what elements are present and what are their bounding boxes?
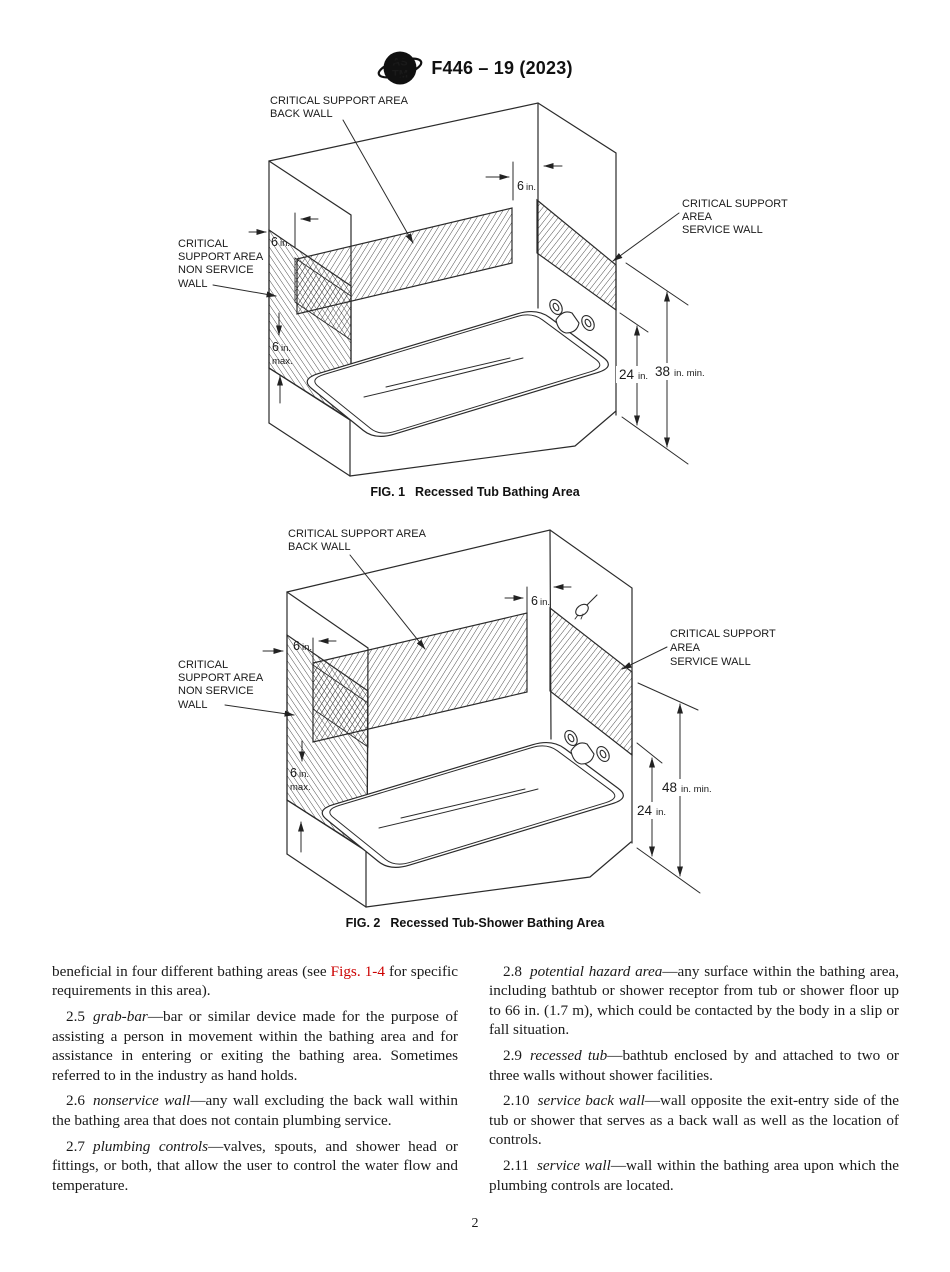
svg-text:WALL: WALL <box>178 699 208 711</box>
fig2-labels: CRITICAL SUPPORT AREA BACK WALL CRITICAL… <box>178 528 776 711</box>
fig2-leader-lines <box>224 554 668 717</box>
dim-label: 6 <box>531 594 538 608</box>
dim-label: 6 <box>272 340 279 354</box>
fig1-dim-left <box>248 212 319 248</box>
term-service-back-wall: service back wall <box>537 1092 645 1110</box>
dim-label: 6 <box>293 639 300 653</box>
fig2-plumbing-controls <box>564 729 610 765</box>
svg-text:BACK WALL: BACK WALL <box>270 108 333 120</box>
fig2-shower-head <box>574 594 598 620</box>
back-wall-label: CRITICAL SUPPORT AREA <box>270 95 409 107</box>
svg-text:in.: in. <box>540 597 550 608</box>
fig1-leader-lines <box>212 119 680 298</box>
back-wall-label: CRITICAL SUPPORT AREA <box>288 528 427 540</box>
svg-text:SERVICE WALL: SERVICE WALL <box>670 656 751 668</box>
svg-text:AREA: AREA <box>682 211 713 223</box>
shower-arm-icon <box>585 594 598 607</box>
fig1-plumbing-controls <box>549 298 595 334</box>
service-wall-label: CRITICAL SUPPORT <box>682 198 788 210</box>
fig2-dim-top <box>504 584 572 623</box>
term-service-wall: service wall <box>537 1157 611 1175</box>
fig1-tub-bottom-line <box>385 357 511 388</box>
page-number: 2 <box>471 1216 479 1231</box>
svg-text:AREA: AREA <box>670 642 701 654</box>
fig2-tub-rim-inner <box>329 745 616 865</box>
astm-logo-icon: AS TM <box>377 51 423 85</box>
dim-label: 24 <box>637 803 653 818</box>
figs-1-4-link[interactable]: Figs. 1-4 <box>330 963 385 980</box>
term-recessed-tub: recessed tub <box>529 1047 608 1065</box>
dim-label: 6 <box>517 179 524 193</box>
fig2-dim-left <box>262 637 337 668</box>
svg-text:in.: in. <box>281 343 291 354</box>
svg-text:WALL: WALL <box>178 278 208 290</box>
svg-text:max.: max. <box>272 356 293 367</box>
fig2-hatch-back-wall <box>312 612 528 743</box>
svg-text:in.: in. <box>526 182 536 193</box>
svg-text:max.: max. <box>290 782 311 793</box>
svg-text:in.: in. <box>656 807 666 818</box>
term-plumbing-controls: plumbing controls <box>92 1137 209 1155</box>
svg-text:in.: in. <box>302 642 312 653</box>
svg-text:in. min.: in. min. <box>681 784 712 795</box>
svg-text:BACK WALL: BACK WALL <box>288 541 351 553</box>
fig1-tub-platform <box>306 310 617 477</box>
dim-label: 6 <box>290 766 297 780</box>
fig1-hatch-service-wall <box>536 198 617 312</box>
fig2-tub-bottom-line <box>400 788 526 819</box>
dim-label: 48 <box>662 780 677 795</box>
svg-text:NON SERVICE: NON SERVICE <box>178 264 254 276</box>
fig1-labels: CRITICAL SUPPORT AREA BACK WALL CRITICAL… <box>178 95 788 290</box>
dim-label: 38 <box>655 364 670 379</box>
dim-label: 24 <box>619 367 635 382</box>
document-title: F446 – 19 (2023) <box>431 57 573 78</box>
term-grab-bar: grab-bar <box>92 1008 148 1026</box>
fig1-dim-top <box>485 161 563 201</box>
nonservice-wall-label: CRITICAL <box>178 659 228 671</box>
nonservice-wall-label: CRITICAL <box>178 238 228 250</box>
fig1-hatch-back-wall <box>296 207 513 315</box>
fig1-tub-bottom-line <box>363 357 524 398</box>
service-wall-label: CRITICAL SUPPORT <box>670 628 776 640</box>
svg-text:SUPPORT AREA: SUPPORT AREA <box>178 672 264 684</box>
fig2-hatch-service-wall <box>549 606 633 757</box>
svg-text:in. min.: in. min. <box>674 368 705 379</box>
term-nonservice-wall: nonservice wall <box>92 1092 191 1110</box>
page-header: AS TM F446 – 19 (2023) <box>0 44 950 92</box>
fig1-dim-bottom <box>276 312 283 404</box>
svg-text:SERVICE WALL: SERVICE WALL <box>682 224 763 236</box>
tub-spout-icon <box>555 311 580 334</box>
shower-head-icon <box>575 603 589 617</box>
svg-text:NON SERVICE: NON SERVICE <box>178 685 254 697</box>
svg-text:in.: in. <box>280 238 290 249</box>
svg-text:in.: in. <box>299 769 309 780</box>
fig2-dim-bottom <box>298 740 305 853</box>
dim-label: 6 <box>271 235 278 249</box>
fig1-tub-rim-inner <box>314 314 601 434</box>
term-potential-hazard-area: potential hazard area <box>529 963 663 980</box>
figure-2-drawing: 6 in. 6 in. 6 in. max. 24 in. 48 in. min… <box>178 528 776 908</box>
svg-text:in.: in. <box>638 371 648 382</box>
fig2-tub-platform <box>321 741 632 908</box>
paragraph-continuation: beneficial in four different bathing are… <box>52 963 459 1000</box>
tub-spout-icon <box>570 742 595 765</box>
figure-1-drawing: 6 in. 6 in. 6 in. max. 24 in. 38 in. min… <box>178 95 788 477</box>
fig2-tub-bottom-line <box>378 788 539 829</box>
left-column: beneficial in four different bathing are… <box>52 962 458 1201</box>
svg-text:SUPPORT AREA: SUPPORT AREA <box>178 251 264 263</box>
